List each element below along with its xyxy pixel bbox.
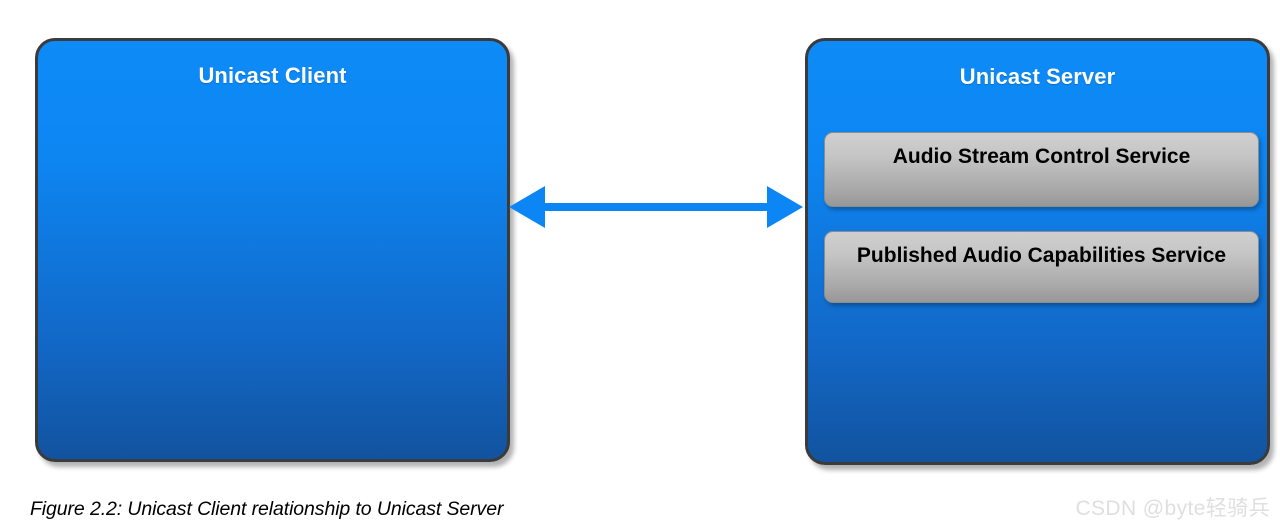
- watermark: CSDN @byte轻骑兵: [1075, 497, 1270, 520]
- figure-caption: Figure 2.2: Unicast Client relationship …: [30, 498, 504, 520]
- node-unicast-server[interactable]: Unicast Server Audio Stream Control Serv…: [805, 38, 1270, 465]
- service-box-audio-stream-control[interactable]: Audio Stream Control Service: [824, 132, 1259, 207]
- node-title-unicast-server: Unicast Server: [959, 64, 1116, 89]
- node-unicast-client[interactable]: Unicast Client: [35, 38, 510, 462]
- node-title-unicast-client: Unicast Client: [198, 63, 347, 88]
- service-box-published-audio-capabilities[interactable]: Published Audio Capabilities Service: [824, 231, 1259, 303]
- double-arrow-icon: [508, 184, 804, 230]
